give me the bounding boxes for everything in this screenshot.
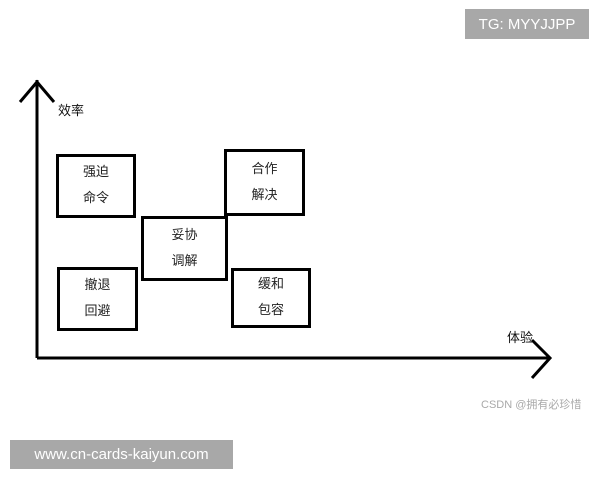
box-compromising-line2: 调解 bbox=[171, 253, 198, 269]
box-accommodating-line1: 缓和 bbox=[257, 277, 284, 292]
box-collaborating-line2: 解决 bbox=[251, 187, 278, 203]
box-accommodating-line2: 包容 bbox=[257, 303, 284, 318]
y-axis-label: 效率 bbox=[58, 104, 85, 119]
box-collaborating-line1: 合作 bbox=[251, 161, 278, 177]
box-forcing: 强迫 命令 bbox=[56, 154, 136, 218]
box-accommodating: 缓和 包容 bbox=[231, 268, 311, 328]
box-avoiding: 撤退 回避 bbox=[57, 267, 138, 331]
box-forcing-line1: 强迫 bbox=[82, 165, 109, 180]
box-forcing-line2: 命令 bbox=[82, 191, 109, 206]
x-axis-label: 体验 bbox=[507, 331, 534, 346]
y-axis-arrow-icon bbox=[18, 79, 56, 103]
csdn-watermark: CSDN @拥有必珍惜 bbox=[481, 399, 582, 411]
box-avoiding-line2: 回避 bbox=[84, 304, 111, 319]
tg-watermark: TG: MYYJJPP bbox=[465, 9, 589, 39]
box-collaborating: 合作 解决 bbox=[224, 149, 305, 216]
site-watermark: www.cn-cards-kaiyun.com bbox=[10, 440, 233, 469]
box-avoiding-line1: 撤退 bbox=[84, 278, 111, 293]
box-compromising: 妥协 调解 bbox=[141, 216, 228, 281]
x-axis-arrow-icon bbox=[530, 338, 553, 380]
box-compromising-line1: 妥协 bbox=[171, 227, 198, 243]
